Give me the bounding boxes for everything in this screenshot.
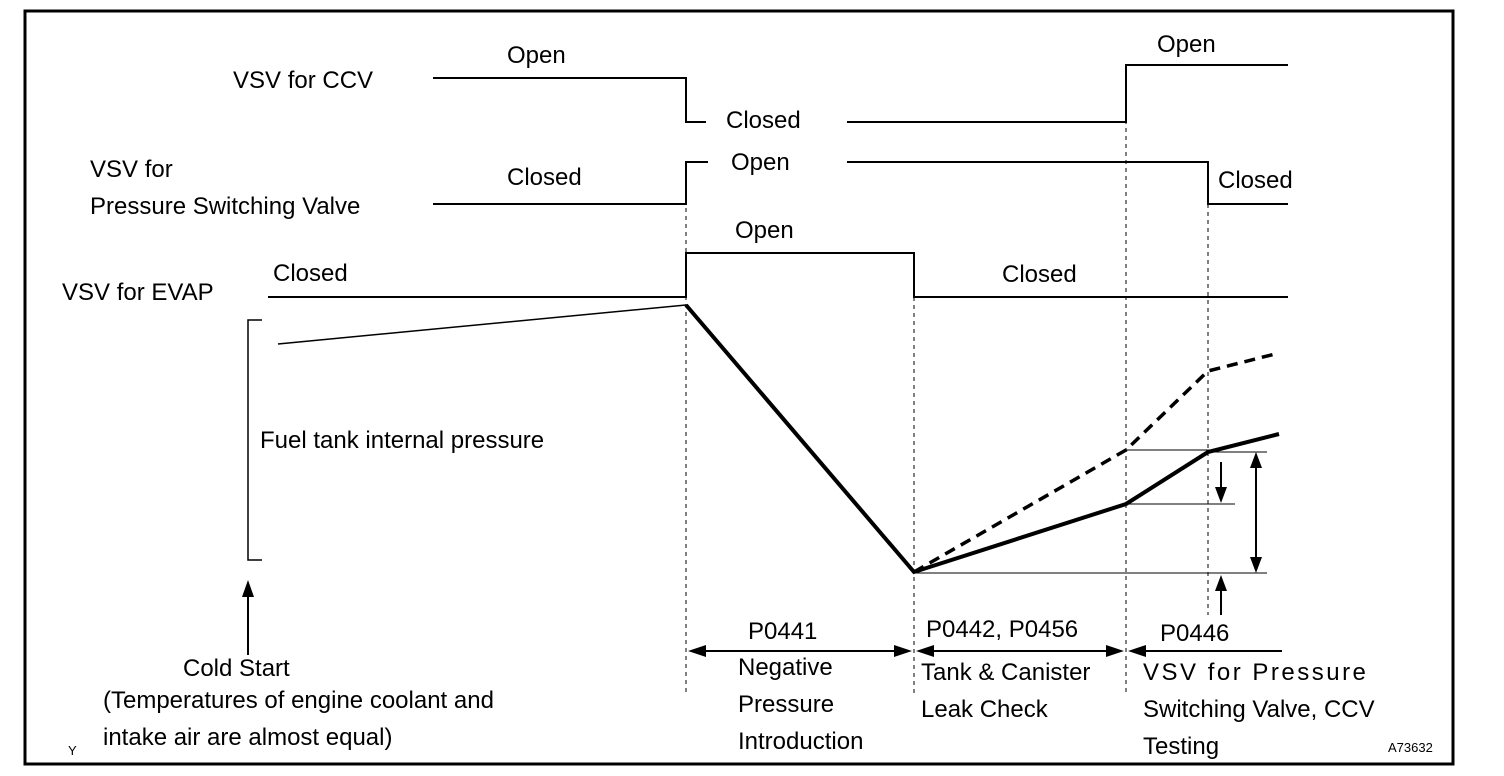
evap-signal: VSV for EVAP Closed Open Closed <box>62 217 1288 306</box>
measurement-arrows <box>1215 452 1262 615</box>
corner-mark: Y <box>68 743 77 758</box>
evap-label: VSV for EVAP <box>62 279 214 306</box>
p0441-line3: Introduction <box>738 728 863 755</box>
cold-start-arrow-head <box>242 580 254 597</box>
pressure-label: Fuel tank internal pressure <box>260 427 544 454</box>
p0441-line2: Pressure <box>738 691 834 718</box>
ccv-waveform-left <box>433 77 706 123</box>
large-range-arrow-head-bottom <box>1250 557 1262 573</box>
p0446-span-head-left <box>1128 645 1146 657</box>
evap-waveform <box>268 252 1288 298</box>
evap-state-open: Open <box>735 217 794 244</box>
phase-boundary-lines <box>685 120 1209 695</box>
cold-start-note-line1: (Temperatures of engine coolant and <box>103 687 494 714</box>
evap-state-closed-2: Closed <box>1002 261 1077 288</box>
psv-waveform-right <box>847 161 1288 205</box>
phase-p0442: P0442, P0456 Tank & Canister Leak Check <box>921 616 1090 723</box>
cold-start-title: Cold Start <box>183 655 290 682</box>
p0446-code: P0446 <box>1160 620 1229 647</box>
p0446-line3: Testing <box>1143 733 1219 760</box>
cold-start-marker: Cold Start (Temperatures of engine coola… <box>103 580 494 751</box>
phase-span-arrows <box>688 645 1282 657</box>
p0441-span-head-right <box>894 645 912 657</box>
small-drop-arrow-head <box>1215 487 1227 503</box>
phase-p0441: P0441 Negative Pressure Introduction <box>738 618 863 755</box>
ccv-waveform-right <box>847 64 1288 123</box>
ccv-signal: VSV for CCV Open Closed Open <box>233 31 1288 134</box>
p0446-pointer-head <box>1215 575 1227 591</box>
phase-p0446: P0446 VSV for Pressure Switching Valve, … <box>1143 620 1375 760</box>
cold-start-note-line2: intake air are almost equal) <box>103 724 392 751</box>
p0442-span-head-left <box>916 645 934 657</box>
p0442-span-head-right <box>1106 645 1124 657</box>
p0442-line1: Tank & Canister <box>921 659 1090 686</box>
ccv-label: VSV for CCV <box>233 67 373 94</box>
evap-state-closed-1: Closed <box>273 260 348 287</box>
large-range-arrow-head-top <box>1250 452 1262 468</box>
measurement-guides <box>914 449 1267 574</box>
pressure-rise-cold <box>277 304 687 345</box>
p0441-span-head-left <box>688 645 706 657</box>
p0446-line2: Switching Valve, CCV <box>1143 696 1375 723</box>
p0442-line2: Leak Check <box>921 696 1049 723</box>
psv-label-line1: VSV for <box>90 156 173 183</box>
p0441-line1: Negative <box>738 654 833 681</box>
psv-state-open: Open <box>731 149 790 176</box>
p0441-code: P0441 <box>748 618 817 645</box>
ccv-state-open-1: Open <box>507 42 566 69</box>
p0446-line1: VSV for Pressure <box>1143 659 1368 686</box>
psv-signal: VSV for Pressure Switching Valve Closed … <box>90 149 1293 220</box>
figure-id: A73632 <box>1388 740 1433 755</box>
psv-state-closed-2: Closed <box>1218 167 1293 194</box>
pressure-range-bracket <box>247 319 262 561</box>
psv-label-line2: Pressure Switching Valve <box>90 193 360 220</box>
diagram-border <box>23 9 1455 766</box>
ccv-state-open-2: Open <box>1157 31 1216 58</box>
pressure-curve-dashed <box>913 351 1280 574</box>
ccv-state-closed: Closed <box>726 107 801 134</box>
p0442-code: P0442, P0456 <box>926 616 1078 643</box>
psv-state-closed-1: Closed <box>507 164 582 191</box>
psv-waveform-left <box>433 161 708 205</box>
